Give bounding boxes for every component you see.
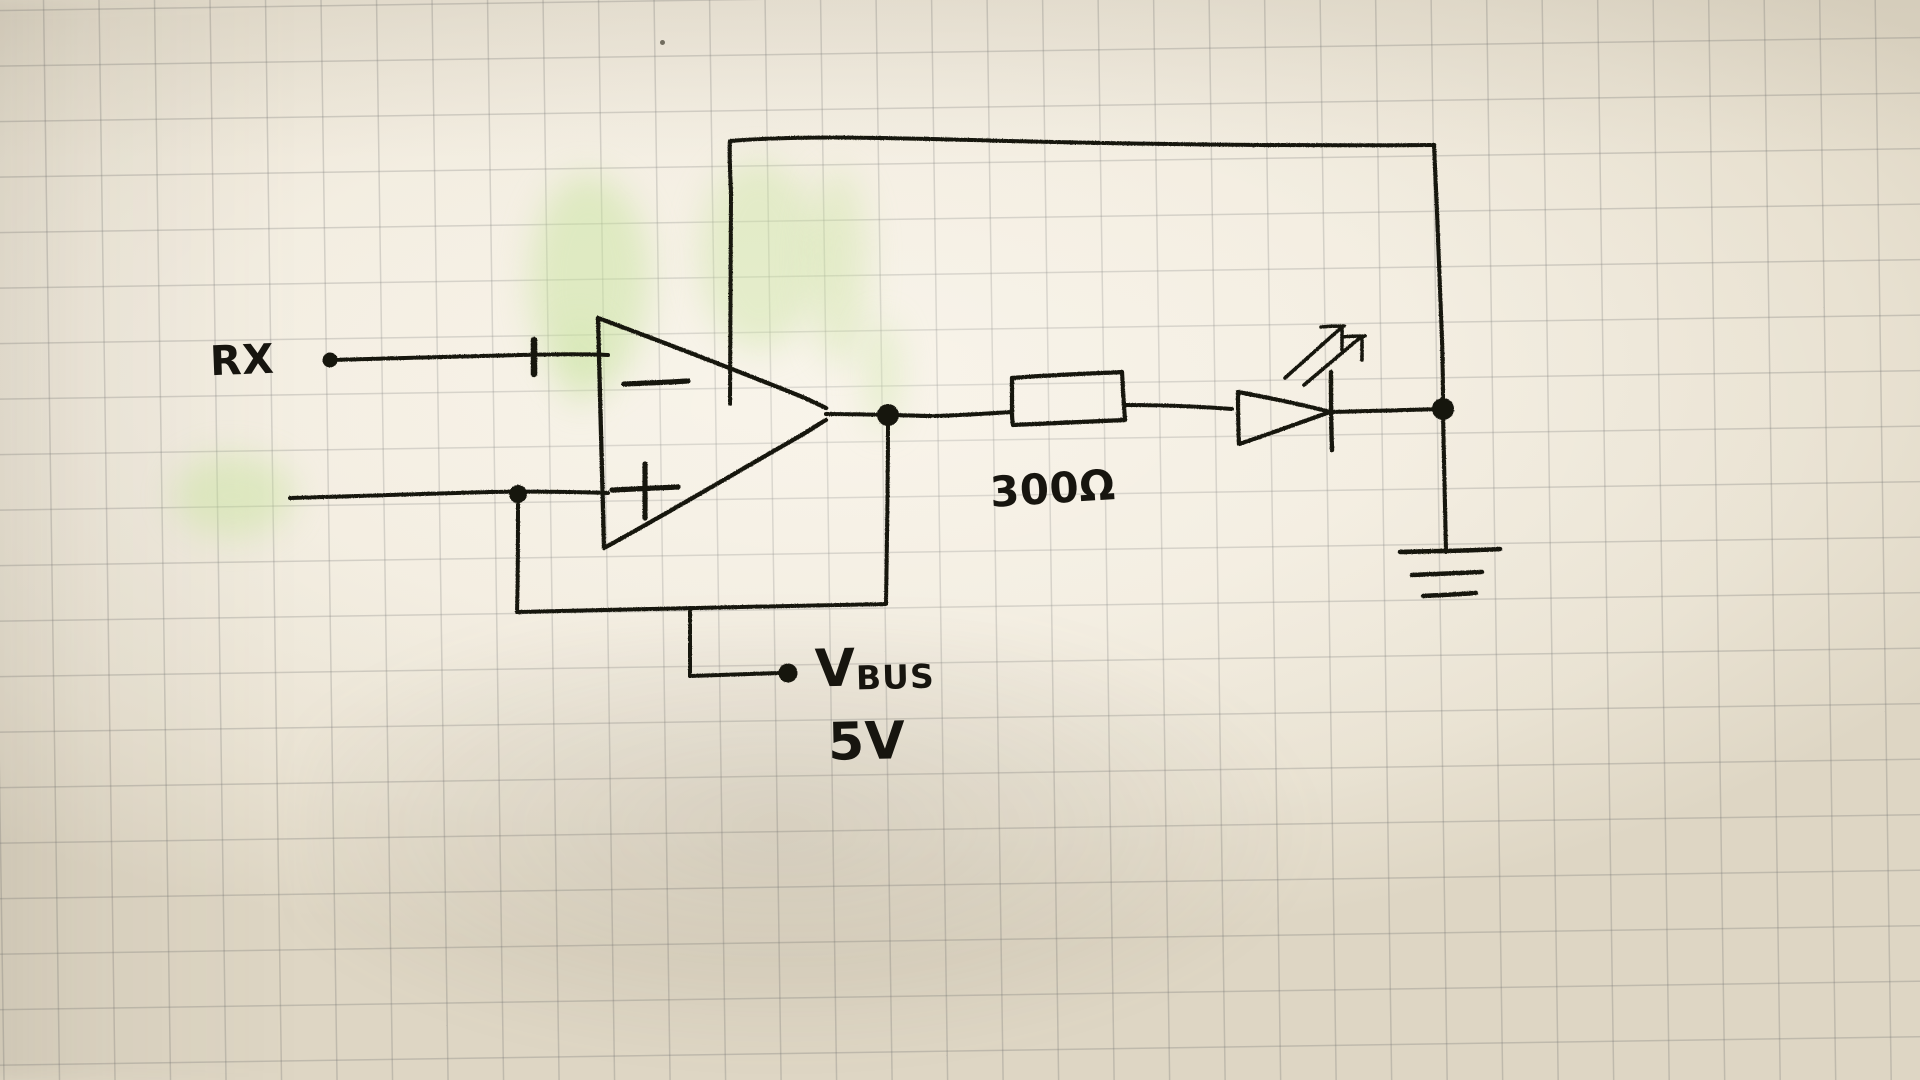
wire-output-to-bottom-rail bbox=[884, 418, 890, 606]
wire-rx-input bbox=[328, 352, 610, 362]
label-vbus: VBUS bbox=[814, 637, 936, 700]
rx-terminal-dot bbox=[322, 352, 338, 368]
led-emission-arrows bbox=[1283, 324, 1367, 387]
ground-symbol bbox=[1397, 411, 1503, 599]
junction-dot-ground-node bbox=[1432, 398, 1454, 420]
label-vbus-subscript: BUS bbox=[855, 656, 936, 698]
wire-opamp-vplus-pin bbox=[728, 192, 733, 406]
wire-reference-drop bbox=[515, 496, 520, 614]
label-vbus-voltage: 5V bbox=[827, 711, 907, 773]
vbus-terminal-dot bbox=[778, 663, 798, 683]
ink-speck bbox=[660, 40, 665, 45]
label-rx: RX bbox=[209, 334, 276, 386]
wire-top-supply-rail bbox=[727, 135, 1446, 411]
paper-shadow-top bbox=[0, 0, 1920, 160]
junction-dot-reference bbox=[509, 485, 527, 503]
opamp-inverting-symbol bbox=[621, 378, 691, 387]
paper-shadow-bottom bbox=[300, 620, 1500, 1080]
wire-reference-input bbox=[288, 489, 610, 500]
led-symbol bbox=[1235, 369, 1445, 453]
resistor-300ohm bbox=[928, 369, 1234, 428]
opamp-symbol bbox=[595, 315, 829, 551]
label-vbus-letter: V bbox=[814, 638, 857, 700]
junction-dot-opamp-output bbox=[877, 404, 899, 426]
wire-vbus-stub bbox=[687, 606, 782, 678]
opamp-noninverting-symbol bbox=[609, 461, 681, 521]
label-resistor-value: 300Ω bbox=[988, 460, 1117, 517]
wire-opamp-output bbox=[823, 411, 933, 419]
paper-shadow-left bbox=[0, 0, 300, 1080]
wire-bottom-rail bbox=[515, 602, 888, 614]
